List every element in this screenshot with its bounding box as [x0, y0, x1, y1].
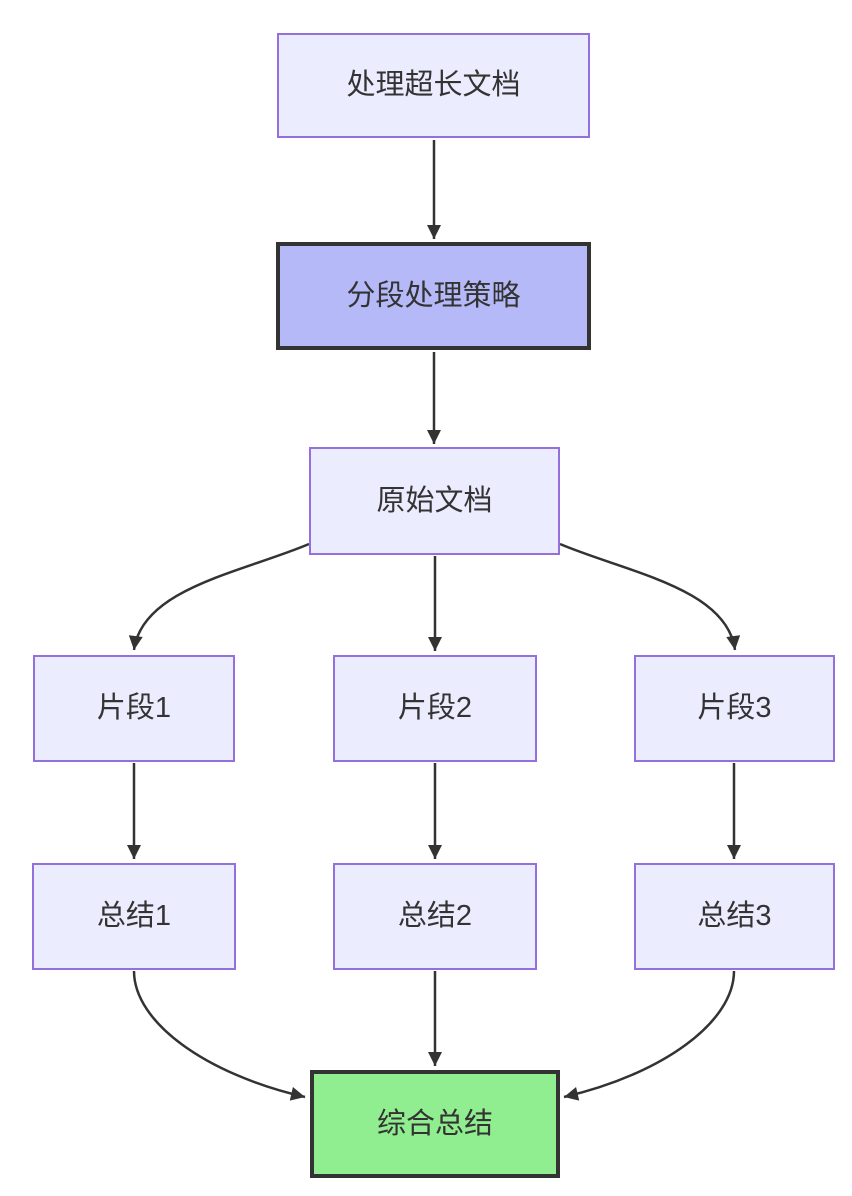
node-chunk2-label: 片段2	[397, 692, 473, 724]
node-strategy-label: 分段处理策略	[346, 279, 521, 312]
node-chunk2: 片段2	[333, 655, 537, 762]
node-chunk3: 片段3	[634, 655, 835, 762]
node-summary1: 总结1	[32, 863, 236, 970]
edge-summary1-final	[132, 970, 306, 1101]
node-chunk1-label: 片段1	[96, 692, 172, 724]
node-source-label: 原始文档	[376, 484, 493, 517]
node-summary2: 总结2	[333, 863, 537, 970]
node-chunk1: 片段1	[33, 655, 235, 762]
node-start: 处理超长文档	[277, 33, 590, 138]
edge-source-chunk3	[559, 542, 741, 651]
edge-summary3-final	[563, 970, 736, 1101]
node-summary1-label: 总结1	[96, 900, 172, 932]
node-start-label: 处理超长文档	[346, 69, 521, 101]
node-strategy: 分段处理策略	[276, 242, 591, 350]
node-summary3: 总结3	[634, 863, 835, 970]
node-chunk3-label: 片段3	[697, 692, 772, 724]
node-source: 原始文档	[309, 447, 560, 555]
node-final-label: 综合总结	[376, 1107, 493, 1140]
edge-source-chunk1	[128, 542, 310, 651]
node-summary2-label: 总结2	[397, 900, 473, 932]
node-final: 综合总结	[310, 1070, 560, 1178]
node-summary3-label: 总结3	[697, 900, 772, 932]
